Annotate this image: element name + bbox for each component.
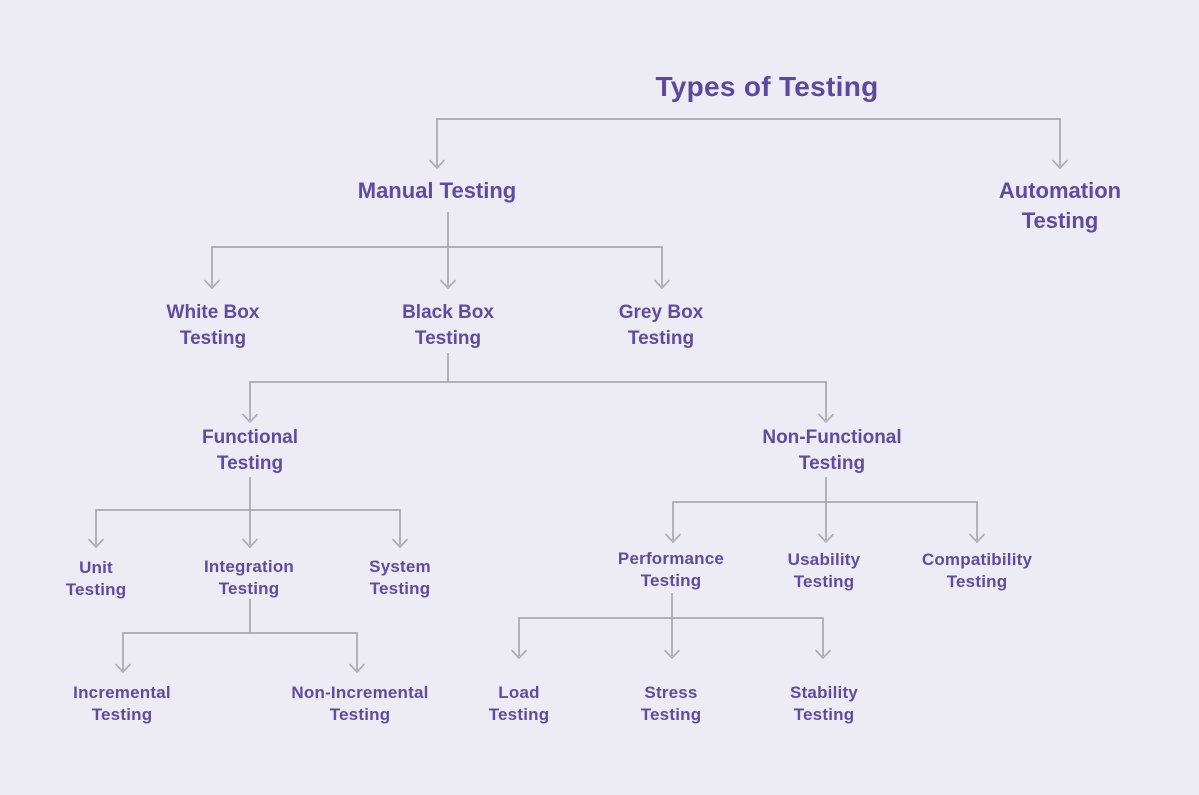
arrowhead-black-box [440, 279, 456, 289]
arrowhead-automation [1052, 159, 1068, 169]
arrowhead-compatibility [969, 533, 985, 543]
arrowhead-performance [665, 533, 681, 543]
node-compatibility-testing: Compatibility Testing [921, 550, 1033, 591]
arrowhead-stress [664, 649, 680, 659]
node-automation-testing: Automation Testing [998, 178, 1122, 233]
node-load-testing: Load Testing [488, 683, 550, 724]
node-performance-testing: Performance Testing [617, 549, 725, 590]
connector-nonfunctional-split [672, 501, 978, 540]
node-types-of-testing: Types of Testing [655, 71, 879, 102]
arrowhead-white-box [204, 279, 220, 289]
connector-functional-split [95, 509, 401, 545]
arrowhead-functional [242, 413, 258, 423]
connector-performance-split [518, 617, 824, 656]
node-grey-box-testing: Grey Box Testing [618, 302, 704, 349]
arrowhead-stability [815, 649, 831, 659]
arrowhead-system [392, 538, 408, 548]
arrowhead-non-incremental [349, 663, 365, 673]
connector-blackbox-split [249, 381, 827, 420]
node-black-box-testing: Black Box Testing [402, 302, 494, 349]
arrowhead-load [511, 649, 527, 659]
node-incremental-testing: Incremental Testing [73, 683, 171, 724]
arrowhead-usability [818, 533, 834, 543]
arrowhead-incremental [115, 663, 131, 673]
node-functional-testing: Functional Testing [201, 427, 299, 474]
arrowhead-manual [429, 159, 445, 169]
arrowhead-integration [242, 538, 258, 548]
node-non-incremental-testing: Non-Incremental Testing [291, 683, 429, 724]
node-stability-testing: Stability Testing [790, 683, 858, 724]
node-integration-testing: Integration Testing [203, 557, 295, 598]
node-unit-testing: Unit Testing [65, 558, 127, 599]
node-manual-testing: Manual Testing [357, 178, 517, 203]
node-white-box-testing: White Box Testing [166, 302, 260, 349]
arrowhead-grey-box [654, 279, 670, 289]
arrowhead-unit [88, 538, 104, 548]
node-non-functional-testing: Non-Functional Testing [762, 427, 902, 474]
node-system-testing: System Testing [369, 557, 431, 598]
node-stress-testing: Stress Testing [640, 683, 702, 724]
connector-manual-split [211, 246, 663, 286]
connector-integration-split [122, 632, 358, 670]
node-usability-testing: Usability Testing [787, 550, 861, 591]
connector-root-split [436, 118, 1061, 166]
arrowhead-non-functional [818, 413, 834, 423]
